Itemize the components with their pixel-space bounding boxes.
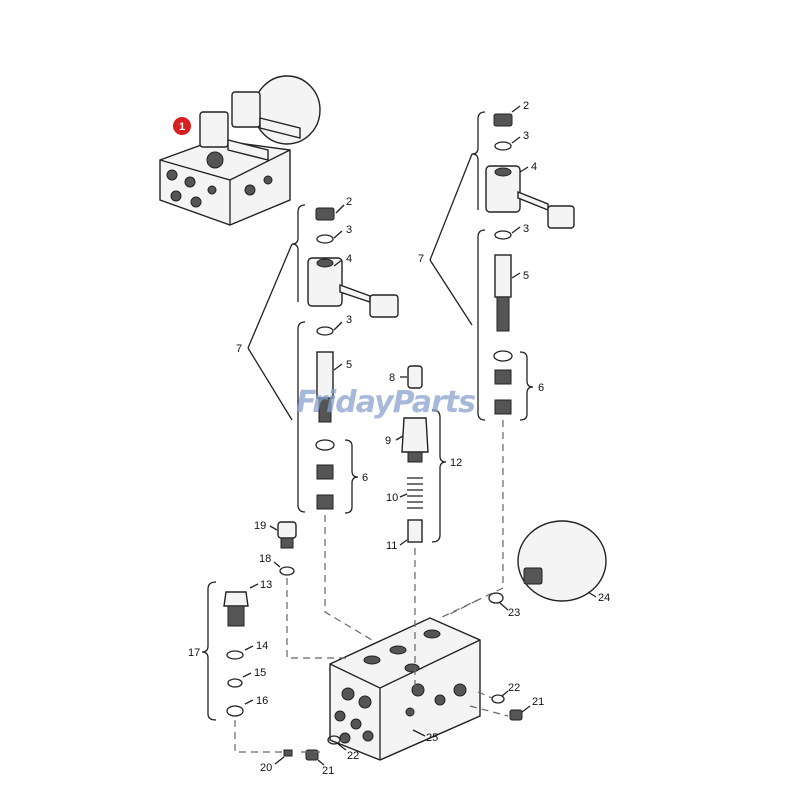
accumulator-group: [488, 520, 607, 604]
connector-4-right: [547, 205, 575, 229]
callout-9: 9: [385, 435, 391, 447]
poppet-11: [407, 519, 423, 543]
valve-body-9: [401, 417, 429, 453]
callout-19: 19: [254, 520, 266, 532]
valve-block-25: [329, 617, 481, 761]
callout-4-left: 4: [346, 253, 352, 265]
oring-3-lower-left: [316, 326, 334, 336]
callout-2-right: 2: [523, 100, 529, 112]
oring-18: [279, 566, 295, 576]
plug-20: [283, 749, 293, 757]
cartridge-5-right: [494, 254, 512, 298]
backup-ring-6c-left: [316, 494, 334, 510]
callout-7-left: 7: [236, 343, 242, 355]
callout-23: 23: [508, 607, 520, 619]
watermark-text: FridayParts: [296, 385, 475, 420]
badge-number: 1: [179, 121, 185, 133]
center-relief-group: [401, 365, 447, 543]
plug-19: [277, 521, 297, 539]
nut-2-left: [315, 207, 335, 221]
callout-22-bottom: 22: [347, 750, 359, 762]
badge-circle: [173, 117, 191, 135]
callout-7-right: 7: [418, 253, 424, 265]
callout-21-right: 21: [532, 696, 544, 708]
backup-ring-6c-right: [494, 399, 512, 415]
right-solenoid-group: [429, 111, 575, 421]
connector-4-left: [369, 294, 399, 318]
callout-22-right: 22: [508, 682, 520, 694]
nut-2-right: [493, 113, 513, 127]
plug-group: [201, 521, 297, 721]
oring-6a-right: [493, 350, 513, 362]
spring-10: [407, 477, 423, 509]
assembly-lines: [234, 420, 509, 753]
callout-13: 13: [260, 579, 272, 591]
callout-4-right: 4: [531, 161, 537, 173]
callout-25: 25: [426, 732, 438, 744]
callout-12: 12: [450, 457, 462, 469]
oring-3-lower-right: [494, 230, 512, 240]
plug-21-right: [509, 709, 523, 721]
plug-13: [223, 591, 249, 607]
callout-8: 8: [389, 372, 395, 384]
callout-3-upper-left: 3: [346, 224, 352, 236]
callout-17: 17: [188, 647, 200, 659]
callout-labels: 2 3 4 3 5 6 7 8 9 10 11 12 2 3 4 3 5 6 7…: [188, 100, 610, 777]
solenoid-coil-thumb-1: [199, 111, 229, 148]
callout-11: 11: [386, 540, 397, 552]
callout-18: 18: [259, 553, 271, 565]
coil-4-left: [307, 257, 343, 307]
callout-3-upper-right: 3: [523, 130, 529, 142]
coil-4-right: [485, 165, 521, 213]
backup-ring-6b-right: [494, 369, 512, 385]
cap-8: [407, 365, 423, 389]
accumulator-24: [517, 520, 607, 602]
left-solenoid-group: [247, 204, 399, 514]
solenoid-coil-thumb-2: [231, 91, 261, 128]
oring-15: [227, 678, 243, 688]
item-badge: 1: [173, 117, 191, 135]
callout-2-left: 2: [346, 196, 352, 208]
callout-6-right: 6: [538, 382, 544, 394]
oring-22-bottom: [327, 735, 341, 745]
callout-3-lower-right: 3: [523, 223, 529, 235]
callout-15: 15: [254, 667, 266, 679]
callout-14: 14: [256, 640, 268, 652]
callout-24: 24: [598, 592, 610, 604]
oring-23: [488, 592, 504, 604]
oring-14: [226, 650, 244, 660]
callout-20: 20: [260, 762, 272, 774]
oring-6a-left: [315, 439, 335, 451]
callout-6-left: 6: [362, 472, 368, 484]
oring-3-upper-left: [316, 234, 334, 244]
oring-16: [226, 705, 244, 717]
callout-16: 16: [256, 695, 268, 707]
oring-22-right: [491, 694, 505, 704]
callout-5-left: 5: [346, 359, 352, 371]
oring-3-upper-right: [494, 141, 512, 151]
callout-21-bottom: 21: [322, 765, 334, 777]
callout-5-right: 5: [523, 270, 529, 282]
backup-ring-6b-left: [316, 464, 334, 480]
valve-block-group: [329, 617, 481, 761]
callout-3-lower-left: 3: [346, 314, 352, 326]
callout-10: 10: [386, 492, 398, 504]
assembly-thumbnail: [159, 75, 321, 226]
